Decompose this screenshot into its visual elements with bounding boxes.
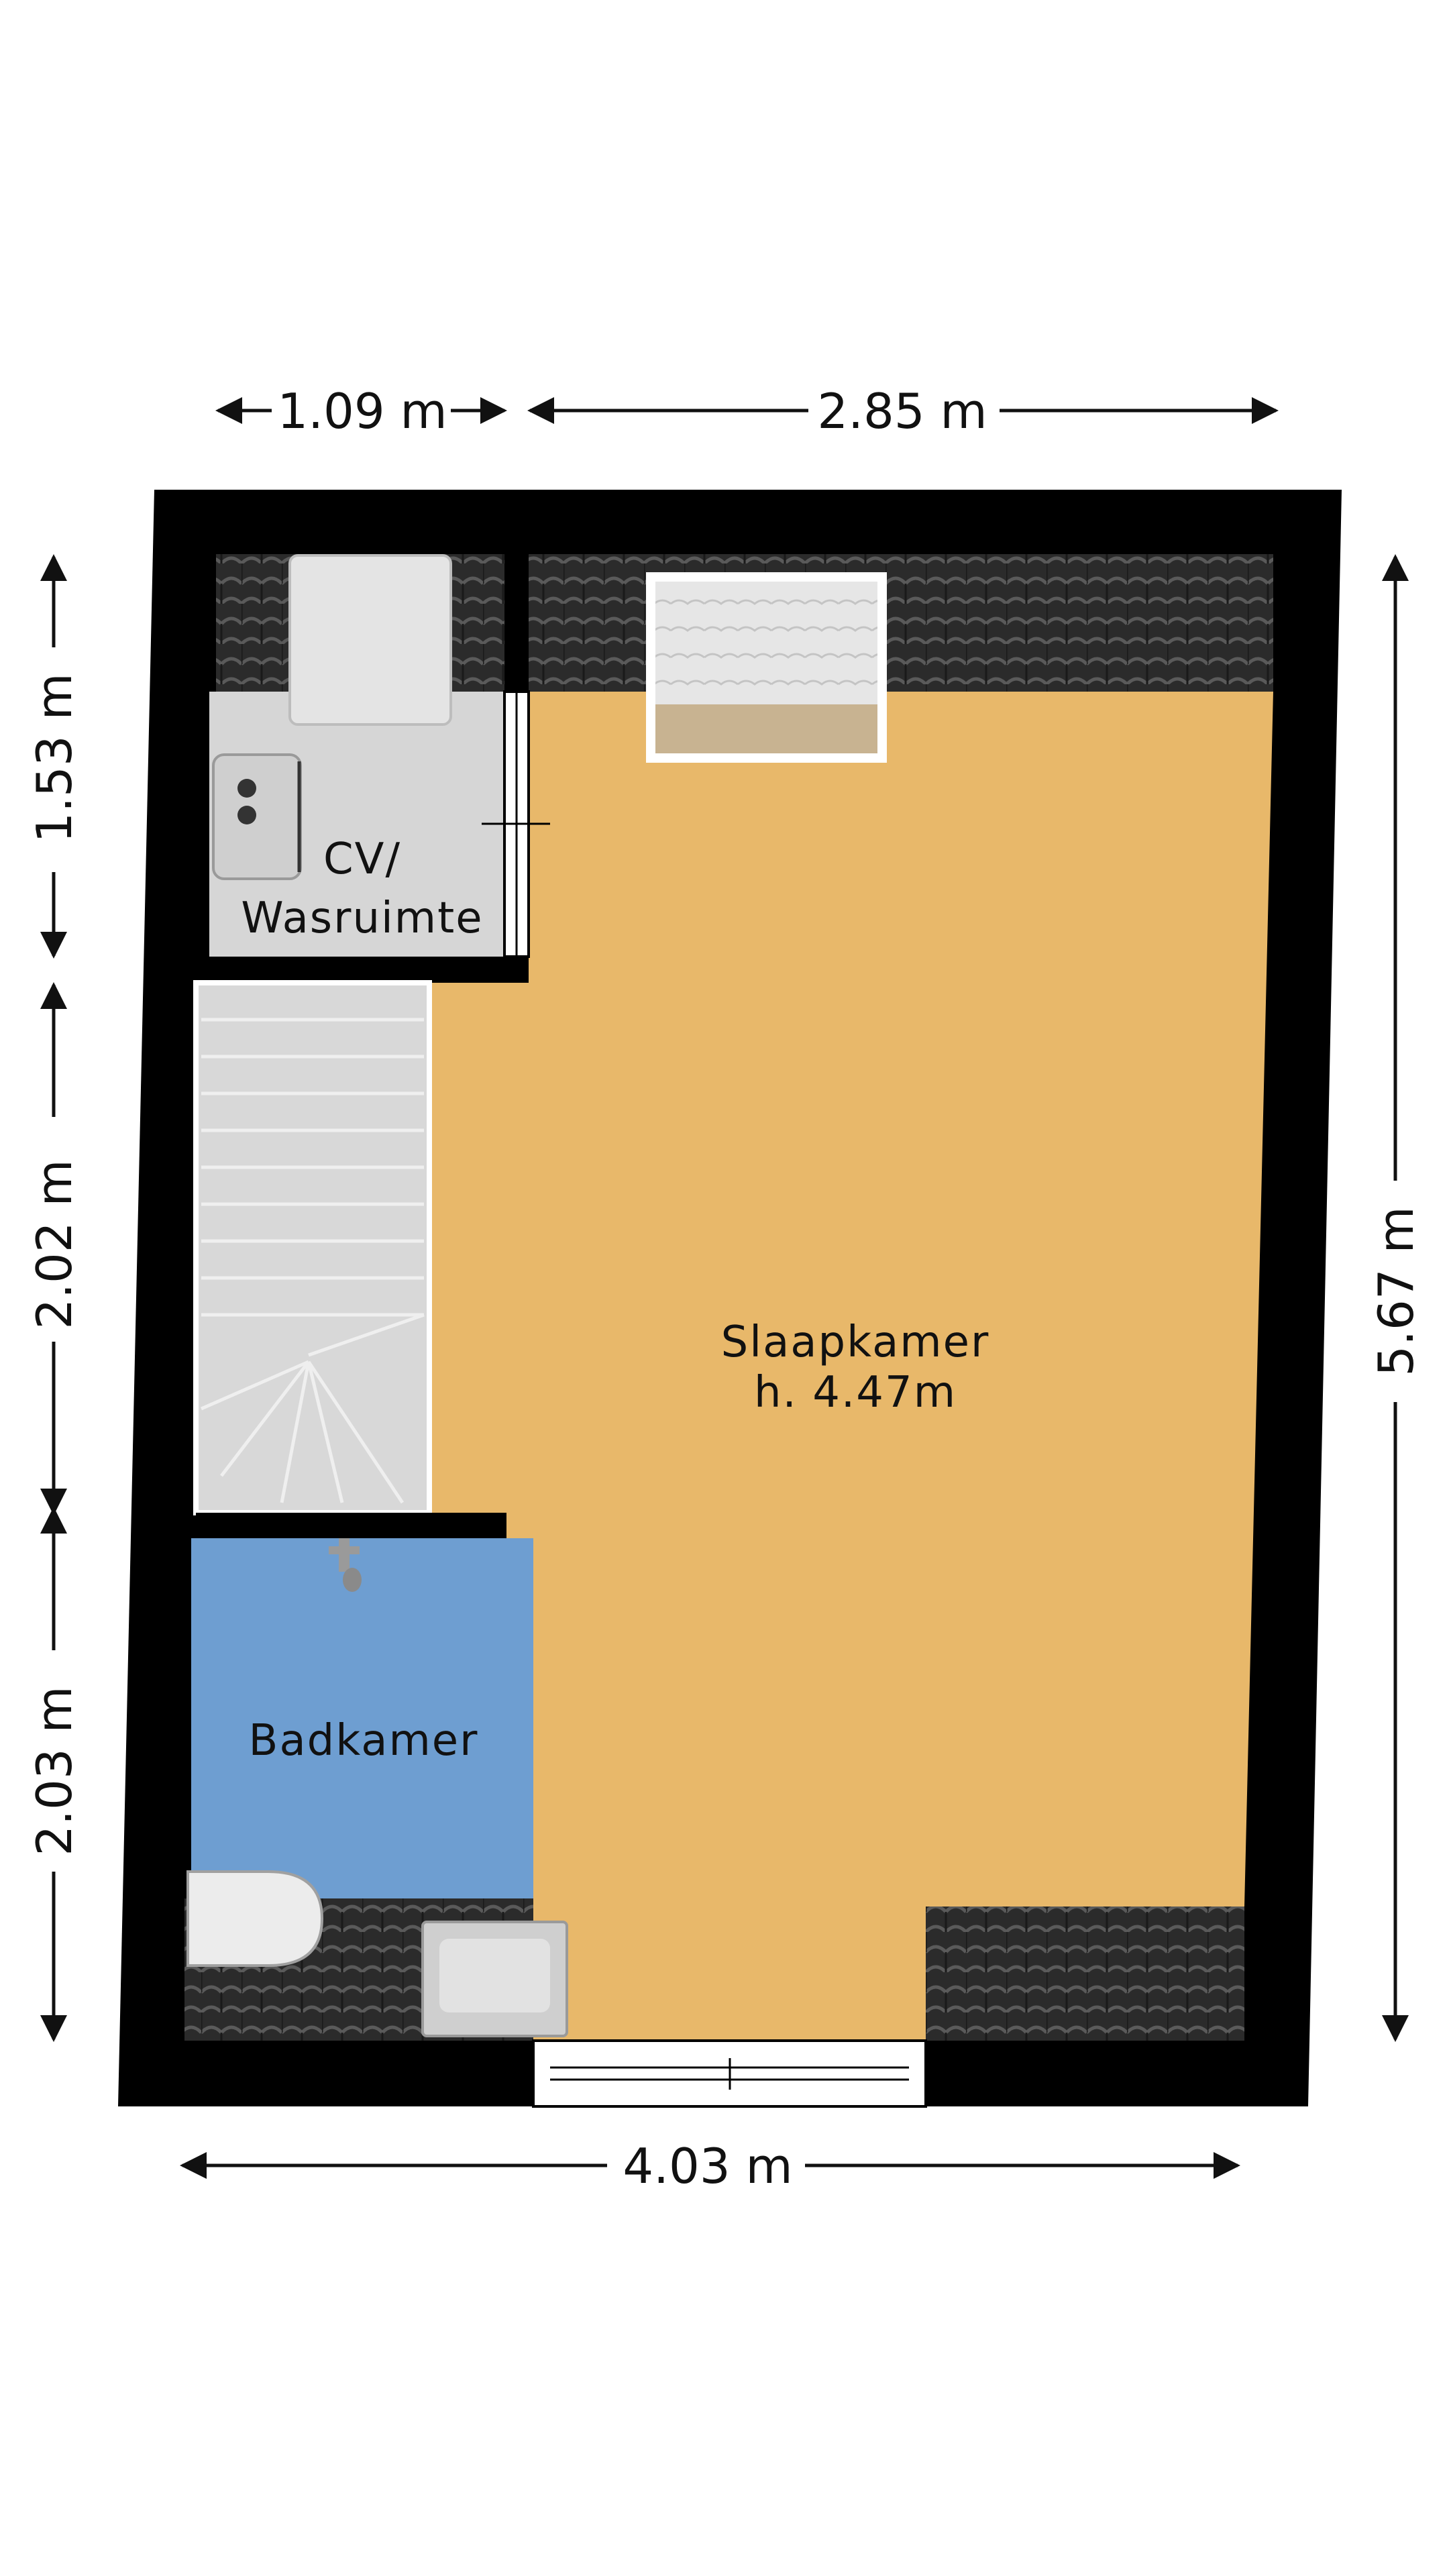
washing-machine: [212, 753, 302, 880]
shower-icon: [329, 1538, 362, 1592]
dimension-top-right: 2.85 m: [527, 383, 1279, 439]
cv-label-line2: Wasruimte: [241, 894, 483, 943]
dim-left-middle-label: 2.02 m: [26, 1159, 83, 1329]
dim-right-label: 5.67 m: [1368, 1206, 1424, 1376]
dim-left-bottom-label: 2.03 m: [26, 1686, 83, 1856]
dimension-top-left: 1.09 m: [215, 383, 507, 439]
slaapkamer-label: Slaapkamer: [721, 1318, 990, 1367]
dim-top-right-label: 2.85 m: [817, 383, 987, 439]
dim-top-left-label: 1.09 m: [277, 383, 447, 439]
dim-left-top-label: 1.53 m: [26, 673, 83, 843]
cv-label-line1: CV/: [323, 835, 401, 884]
washer-knob-bottom: [237, 806, 256, 824]
toilet-icon: [186, 1870, 324, 1967]
stair-wall: [196, 1513, 506, 1538]
badkamer-label: Badkamer: [249, 1716, 479, 1766]
roof-tiles-top-right: [529, 554, 1273, 692]
dimension-bottom: 4.03 m: [180, 2138, 1240, 2194]
cv-bottom-wall: [201, 957, 529, 983]
dimension-left-bottom: 2.03 m: [26, 1507, 83, 2042]
dimension-right: 5.67 m: [1368, 554, 1424, 2042]
slaapkamer-height: h. 4.47m: [754, 1368, 957, 1417]
sink-basin: [439, 1939, 550, 2012]
badkamer-floor: [191, 1538, 533, 1898]
boiler: [288, 554, 452, 726]
slaapkamer-floor: [429, 692, 1273, 2041]
dimension-left-middle: 2.02 m: [26, 982, 83, 1515]
skylight-lower: [655, 704, 877, 753]
staircase: [193, 980, 432, 1515]
stair-treads: [200, 1018, 425, 1504]
dimension-left-top: 1.53 m: [26, 554, 83, 959]
washer-knob-top: [237, 779, 256, 798]
cv-partition-wall: [504, 554, 529, 692]
dim-bottom-label: 4.03 m: [623, 2138, 792, 2194]
roof-tiles-bottom-right: [926, 1907, 1244, 2041]
